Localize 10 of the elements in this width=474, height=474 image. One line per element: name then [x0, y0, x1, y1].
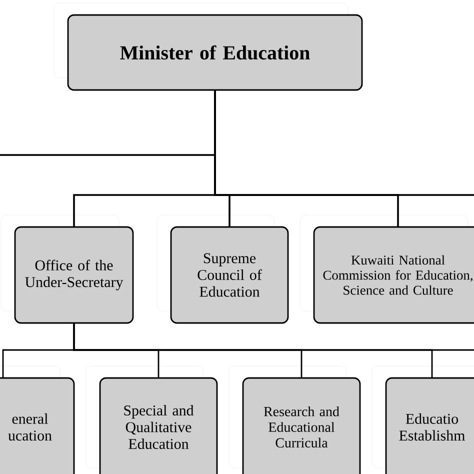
org-box: Kuwaiti National Commission for Education, Science and Culture [313, 226, 474, 324]
connector-line [73, 323, 474, 351]
org-box: Supreme Council of Education [170, 226, 289, 324]
org-box: Research and Educational Curricula [242, 377, 361, 474]
org-box: Minister of Education [67, 14, 363, 91]
org-box: Office of the Under-Secretary [14, 226, 134, 324]
connector-line [214, 90, 474, 196]
org-box: eneral ucation [0, 377, 75, 474]
org-box: Special and Qualitative Education [99, 377, 218, 474]
org-box: Educatio Establishm [385, 377, 474, 474]
